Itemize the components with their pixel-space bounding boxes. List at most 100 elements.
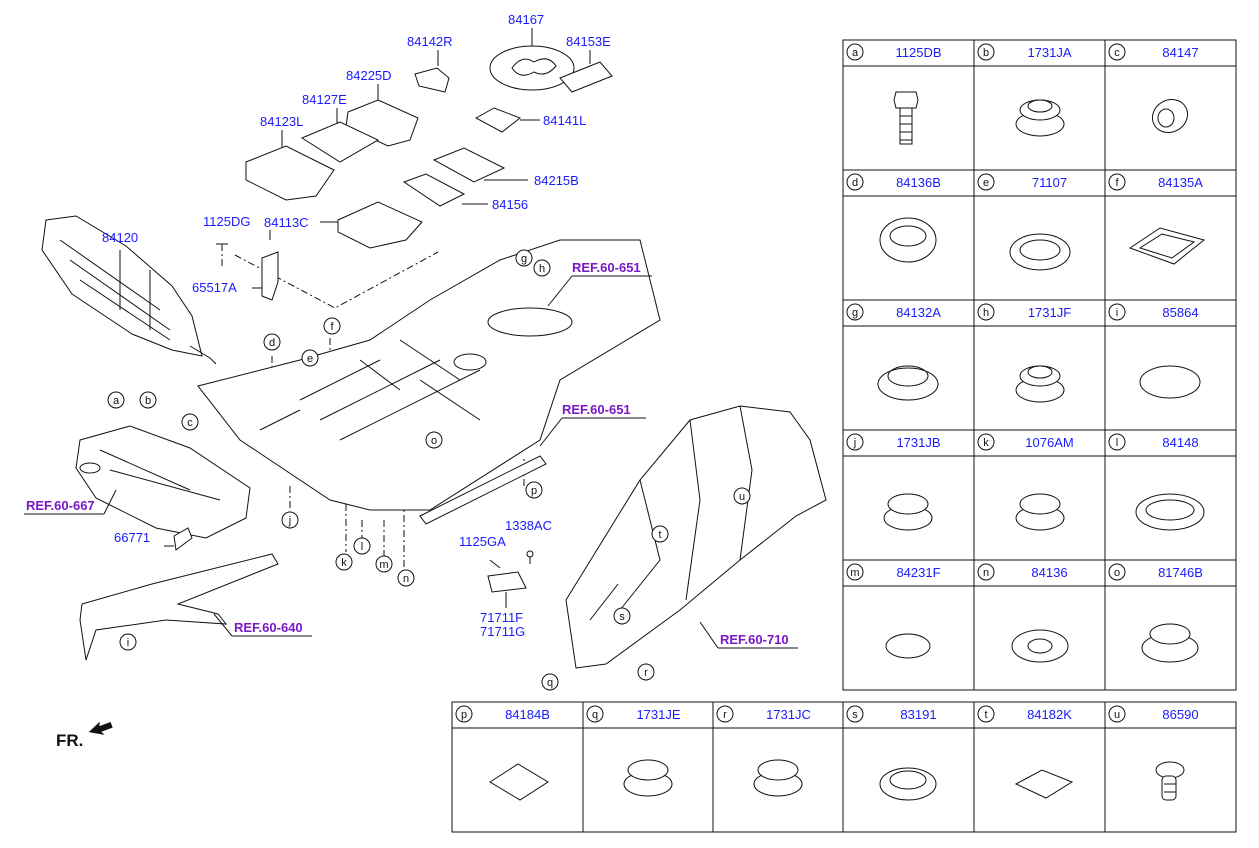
svg-text:m: m bbox=[379, 559, 388, 571]
table-part-q: 1731JE bbox=[636, 707, 680, 722]
table-letter-t: t bbox=[977, 705, 995, 723]
marker-i: i bbox=[119, 633, 137, 651]
svg-text:t: t bbox=[658, 529, 661, 541]
svg-text:c: c bbox=[187, 417, 193, 429]
svg-text:h: h bbox=[983, 307, 989, 319]
marker-j: j bbox=[281, 511, 299, 529]
callout-84215b: 84215B bbox=[534, 173, 579, 188]
table-part-d: 84136B bbox=[896, 175, 941, 190]
cowl-panel bbox=[75, 425, 251, 539]
ref-60-710[interactable]: REF.60-710 bbox=[720, 632, 789, 647]
plug-icon bbox=[1015, 99, 1065, 137]
svg-text:r: r bbox=[644, 667, 648, 679]
marker-h: h bbox=[533, 259, 551, 277]
disc-m-icon bbox=[885, 633, 931, 659]
marker-t: t bbox=[651, 525, 669, 543]
table-part-u: 86590 bbox=[1162, 707, 1198, 722]
table-letter-u: u bbox=[1108, 705, 1126, 723]
marker-c: c bbox=[181, 413, 199, 431]
callout-84142r: 84142R bbox=[407, 34, 453, 49]
svg-text:g: g bbox=[852, 307, 858, 319]
callout-84225d: 84225D bbox=[346, 68, 392, 83]
svg-text:s: s bbox=[619, 611, 625, 623]
callout-labels: 84167 84142R 84153E 84225D 84127E 84123L… bbox=[26, 12, 789, 750]
ref-60-651-side[interactable]: REF.60-651 bbox=[562, 402, 631, 417]
svg-text:k: k bbox=[983, 437, 989, 449]
table-letter-g: g bbox=[846, 303, 864, 321]
ref-60-667[interactable]: REF.60-667 bbox=[26, 498, 95, 513]
svg-text:r: r bbox=[723, 709, 727, 721]
svg-text:b: b bbox=[145, 395, 151, 407]
plug-j-icon bbox=[883, 493, 933, 531]
pad-84153e bbox=[559, 61, 613, 93]
pad-84113c bbox=[337, 201, 423, 249]
table-letter-p: p bbox=[455, 705, 473, 723]
marker-e: e bbox=[301, 349, 319, 367]
marker-s: s bbox=[613, 607, 631, 625]
pad-84156 bbox=[402, 173, 466, 207]
marker-n: n bbox=[397, 569, 415, 587]
table-part-h: 1731JF bbox=[1028, 305, 1071, 320]
svg-text:d: d bbox=[852, 177, 858, 189]
oval-l-icon bbox=[1135, 493, 1205, 531]
svg-text:i: i bbox=[127, 637, 129, 649]
svg-text:g: g bbox=[521, 253, 527, 265]
callout-1338ac: 1338AC bbox=[505, 518, 552, 533]
marker-a: a bbox=[107, 391, 125, 409]
svg-text:p: p bbox=[461, 709, 467, 721]
pad-84142r bbox=[414, 67, 450, 93]
side-sill bbox=[419, 455, 547, 525]
marker-o: o bbox=[425, 431, 443, 449]
callout-1125dg: 1125DG bbox=[203, 214, 250, 229]
table-letter-j: j bbox=[846, 433, 864, 451]
marker-p: p bbox=[525, 481, 543, 499]
table-part-k: 1076AM bbox=[1025, 435, 1073, 450]
callout-71711g: 71711G bbox=[480, 624, 525, 639]
svg-text:l: l bbox=[1116, 437, 1118, 449]
svg-text:c: c bbox=[1114, 47, 1120, 59]
pad-84167 bbox=[489, 45, 575, 91]
marker-f: f bbox=[323, 317, 341, 335]
table-part-o: 81746B bbox=[1158, 565, 1203, 580]
plug-q-icon bbox=[623, 759, 673, 797]
grommet-n-icon bbox=[1011, 629, 1069, 663]
pad-84215b bbox=[432, 147, 506, 183]
ref-60-640[interactable]: REF.60-640 bbox=[234, 620, 303, 635]
marker-q: q bbox=[541, 673, 559, 691]
callout-84141l: 84141L bbox=[543, 113, 586, 128]
table-part-t: 84182K bbox=[1027, 707, 1072, 722]
ref-60-651-top[interactable]: REF.60-651 bbox=[572, 260, 641, 275]
table-part-n: 84136 bbox=[1031, 565, 1067, 580]
table-letter-b: b bbox=[977, 43, 995, 61]
table-part-c: 84147 bbox=[1162, 45, 1198, 60]
table-letter-e: e bbox=[977, 173, 995, 191]
table-part-m: 84231F bbox=[896, 565, 940, 580]
marker-r: r bbox=[637, 663, 655, 681]
pad-p-icon bbox=[489, 763, 549, 801]
svg-text:d: d bbox=[269, 337, 275, 349]
table-icons bbox=[489, 91, 1206, 801]
table-letter-n: n bbox=[977, 563, 995, 581]
marker-m: m bbox=[375, 555, 393, 573]
grommet-icon bbox=[1151, 98, 1189, 134]
table-part-p: 84184B bbox=[505, 707, 550, 722]
pad-84141l bbox=[474, 107, 522, 133]
svg-text:i: i bbox=[1116, 307, 1118, 319]
callout-84120: 84120 bbox=[102, 230, 138, 245]
table-part-s: 83191 bbox=[900, 707, 936, 722]
plug-k-icon bbox=[1015, 493, 1065, 531]
table-letter-l: l bbox=[1108, 433, 1126, 451]
pad-icon bbox=[1128, 227, 1206, 265]
marker-g: g bbox=[515, 249, 533, 267]
svg-text:e: e bbox=[307, 353, 313, 365]
svg-text:n: n bbox=[983, 567, 989, 579]
svg-text:o: o bbox=[1114, 567, 1120, 579]
svg-text:u: u bbox=[1114, 709, 1120, 721]
bolt-icon bbox=[893, 91, 919, 145]
table-part-j: 1731JB bbox=[896, 435, 940, 450]
svg-text:o: o bbox=[431, 435, 437, 447]
bracket-71711 bbox=[487, 571, 527, 593]
table-letter-o: o bbox=[1108, 563, 1126, 581]
svg-text:l: l bbox=[361, 541, 363, 553]
